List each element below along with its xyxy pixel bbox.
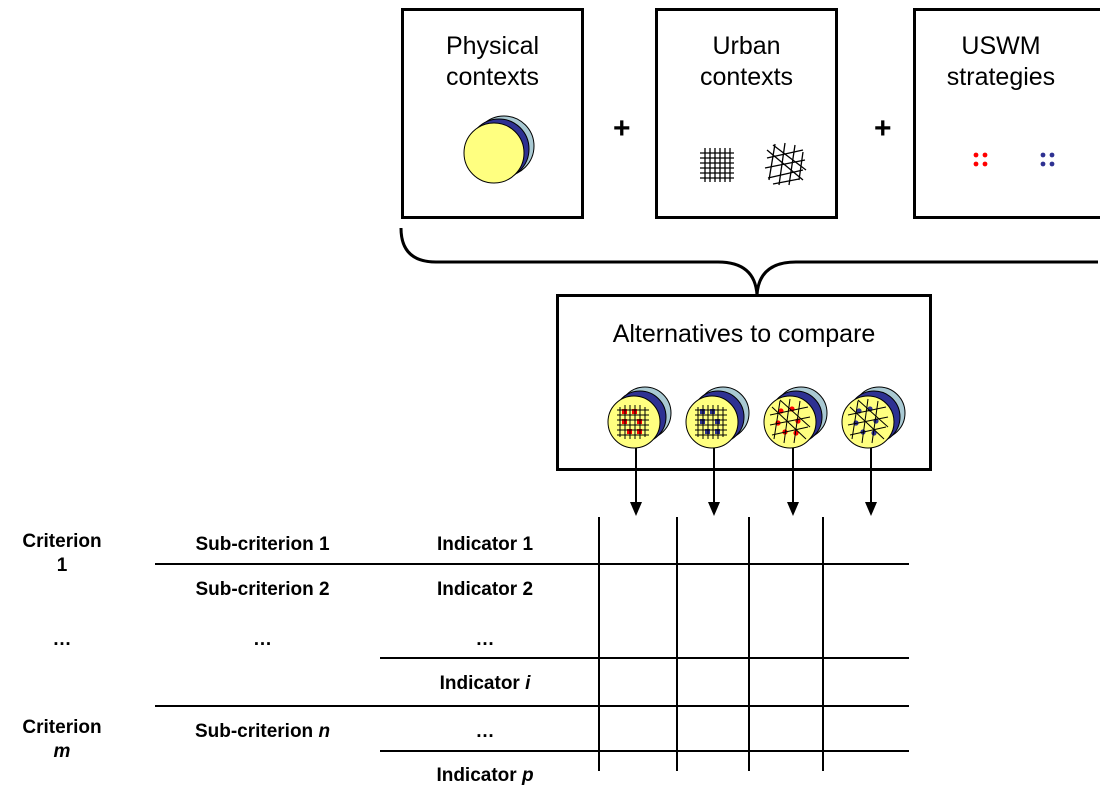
table-row-line-2: [380, 657, 909, 659]
sub-criterion-ellipsis: …: [253, 629, 272, 650]
table-col-line-1: [598, 517, 600, 771]
indicator-i-label: Indicator i: [439, 673, 531, 694]
indicator-ellipsis-1: …: [475, 629, 495, 650]
indicator-ellipsis-2: …: [475, 721, 495, 742]
table-col-line-2: [676, 517, 678, 771]
physical-contexts-box: Physical contexts: [401, 8, 584, 219]
urban-contexts-title: Urban contexts: [699, 32, 794, 91]
alternative-3-icon: [763, 386, 828, 449]
red-dots-icon: [973, 152, 988, 167]
indicator-2-label: Indicator 2: [436, 579, 534, 600]
uswm-strategies-box: USWM strategies: [913, 8, 1100, 219]
irregular-grid-icon: [764, 142, 807, 186]
physical-context-disc-icon: [463, 115, 535, 184]
physical-contexts-title: Physical contexts: [445, 32, 540, 91]
uswm-strategies-title: USWM strategies: [946, 32, 1056, 91]
blue-dots-icon: [1040, 152, 1055, 167]
alternative-4-icon: [841, 386, 906, 449]
table-col-line-3: [748, 517, 750, 771]
criterion-1-label: Criterion 1: [22, 531, 102, 576]
plus-sign-2: +: [874, 112, 892, 145]
table-row-line-3: [155, 705, 909, 707]
alternative-1-icon: [607, 386, 672, 449]
indicator-1-label: Indicator 1: [436, 534, 534, 555]
urban-contexts-box: Urban contexts: [655, 8, 838, 219]
criterion-ellipsis: …: [52, 629, 72, 650]
alternative-2-icon: [685, 386, 750, 449]
sub-criterion-2-label: Sub-criterion 2: [195, 579, 330, 600]
table-col-line-4: [822, 517, 824, 771]
table-row-line-1: [155, 563, 909, 565]
sub-criterion-1-label: Sub-criterion 1: [195, 534, 330, 555]
alternatives-title: Alternatives to compare: [612, 320, 876, 348]
regular-grid-icon: [700, 148, 734, 182]
table-row-line-4: [380, 750, 909, 752]
criterion-m-label: Criterion m: [22, 717, 102, 762]
indicator-p-label: Indicator p: [436, 765, 534, 786]
sub-criterion-n-label: Sub-criterion n: [194, 721, 331, 742]
plus-sign-1: +: [613, 112, 631, 145]
